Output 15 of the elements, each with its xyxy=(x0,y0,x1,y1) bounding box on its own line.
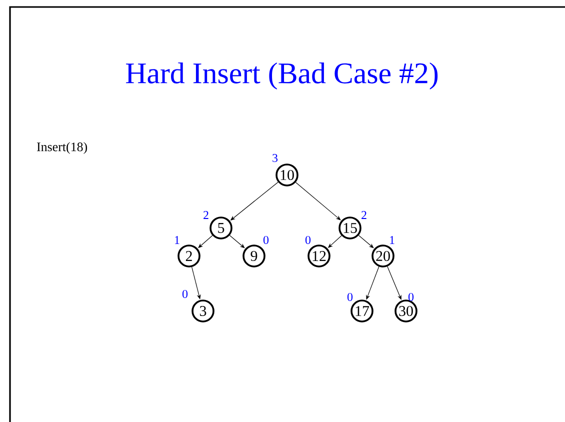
instruction-text: Insert(18) xyxy=(37,142,88,154)
arrow xyxy=(229,235,245,248)
arrow xyxy=(295,182,341,220)
height-label: 2 xyxy=(204,211,208,219)
title: Hard Insert (Bad Case #2) xyxy=(126,62,438,90)
height-label: 0 xyxy=(347,292,353,302)
height-label: 0 xyxy=(263,236,269,244)
height-label: 0 xyxy=(408,292,414,302)
height-label: 1 xyxy=(175,236,180,244)
height-label: 0 xyxy=(305,236,311,244)
height-label: 0 xyxy=(182,290,188,298)
height-label: 2 xyxy=(362,211,366,219)
height-label: 3 xyxy=(272,154,278,162)
height-label: 1 xyxy=(390,236,394,244)
arrow xyxy=(358,235,374,248)
